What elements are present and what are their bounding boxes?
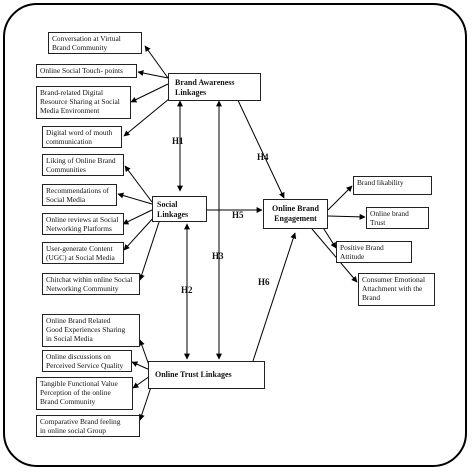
social-item-1: Liking of Online Brand Communities <box>42 154 124 176</box>
arrow-eng-item3 <box>321 225 337 249</box>
social-item-3: Online reviews at Social Networking Plat… <box>42 213 124 235</box>
trust-item-3: Tangible Functional Value Perception of … <box>36 377 133 410</box>
arrow-social-item5 <box>138 218 161 281</box>
arrow-social-item4 <box>123 215 156 251</box>
trust-item-4: Comparative Brand feeling in online soci… <box>36 415 140 437</box>
label-h1: H1 <box>172 136 184 146</box>
arrow-eng-item4 <box>311 228 358 283</box>
ba-item-1: Conversation at Virtual Brand Community <box>48 32 142 54</box>
eng-item-1: Brand likability <box>353 176 432 195</box>
label-h4: H4 <box>257 152 269 162</box>
eng-item-2: Online brand Trust <box>366 207 429 229</box>
label-h3: H3 <box>212 251 224 261</box>
social-item-2: Recommendations of Social Media <box>42 184 117 206</box>
arrow-social-item1 <box>124 165 153 203</box>
arrow-trust-item2 <box>131 361 151 371</box>
arrow-eng-item1 <box>327 185 353 211</box>
label-h5: H5 <box>232 210 244 220</box>
social-item-5: Chitchat within online Social Networking… <box>42 273 140 295</box>
arrow-social-item2 <box>117 192 153 205</box>
arrow-ba-item4 <box>123 93 176 137</box>
arrow-eng-item2 <box>327 213 366 220</box>
online-trust-linkages-box: Online Trust Linkages <box>148 361 265 389</box>
ba-item-2: Online Social Touch- points <box>36 64 137 78</box>
arrow-ba-item2 <box>137 70 169 79</box>
trust-item-1: Online Brand Related Good Experiences Sh… <box>42 314 140 347</box>
label-h6: H6 <box>258 277 270 287</box>
social-linkages-box: Social Linkages <box>152 196 207 222</box>
social-item-4: User-generate Content (UGC) at Social Me… <box>42 242 124 264</box>
arrow-trust-item3 <box>132 375 151 389</box>
ba-item-3: Brand-related Digital Resource Sharing a… <box>36 86 131 119</box>
arrow-trust-item4 <box>138 383 153 421</box>
trust-item-2: Online discussions on Perceived Service … <box>42 350 132 372</box>
eng-item-4: Consumer Emotional Attachment with the B… <box>358 273 435 306</box>
arrow-social-item3 <box>122 209 153 225</box>
online-brand-engagement-box: Online Brand Engagement <box>263 199 328 229</box>
path-h6 <box>251 232 297 365</box>
eng-item-3: Positive Brand Attitude <box>336 241 412 263</box>
arrow-ba-item1 <box>144 45 169 79</box>
label-h2: H2 <box>181 285 193 295</box>
brand-awareness-linkages-box: Brand Awareness Linkages <box>168 73 261 101</box>
ba-item-4: Digital word of mouth communication <box>42 126 122 148</box>
outer-frame <box>3 3 467 467</box>
path-h4 <box>234 93 285 199</box>
arrow-ba-item3 <box>130 83 169 103</box>
